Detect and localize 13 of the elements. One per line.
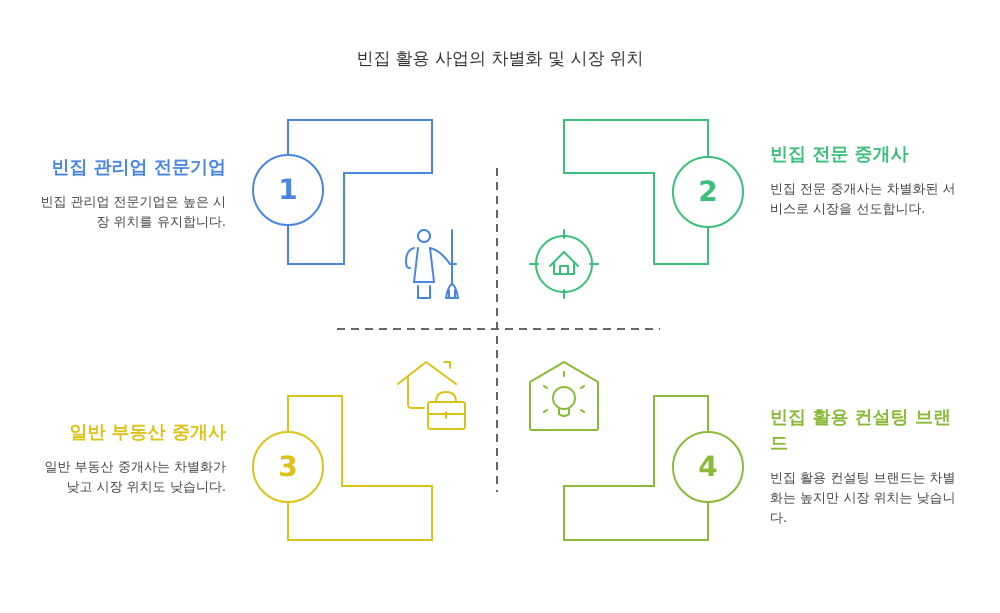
- heading: 빈집 관리업 전문기업: [51, 156, 226, 180]
- step-number: 2: [698, 174, 718, 210]
- title: 빈집 활용 사업의 차별화 및 시장 위치: [355, 48, 645, 71]
- step-number: 3: [278, 449, 298, 485]
- heading: 빈집 전문 중개사: [770, 143, 909, 167]
- step-number: 1: [278, 172, 298, 208]
- description: 일반 부동산 중개사는 차별화가 낮고 시장 위치도 낮습니다.: [44, 459, 226, 497]
- heading: 빈집 활용 컨설팅 브랜드: [770, 406, 952, 456]
- heading: 일반 부동산 중개사: [69, 421, 226, 445]
- step-number: 4: [698, 449, 718, 485]
- description: 빈집 전문 중개사는 차별화된 서비스로 시장을 선도합니다.: [770, 181, 956, 219]
- description: 빈집 활용 컨설팅 브랜드는 차별화는 높지만 시장 위치는 낮습니다.: [770, 470, 956, 528]
- description: 빈집 관리업 전문기업은 높은 시장 위치를 유지합니다.: [40, 194, 226, 232]
